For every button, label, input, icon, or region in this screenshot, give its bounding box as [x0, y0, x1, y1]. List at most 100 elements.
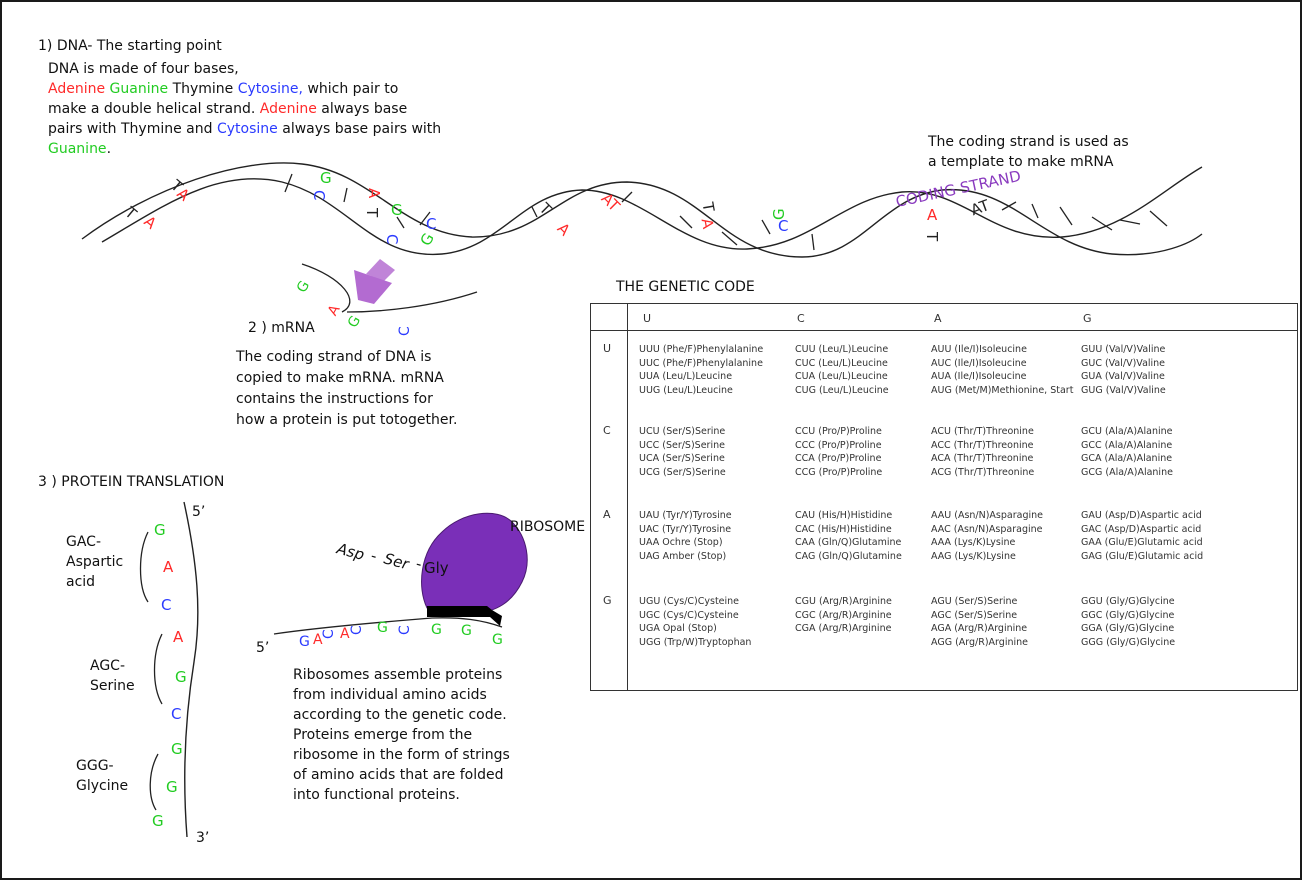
codon-entry: CUU (Leu/L)Leucine [795, 344, 889, 355]
codon-entry: GUG (Val/V)Valine [1081, 385, 1166, 397]
codon-entry: AGA (Arg/R)Arginine [931, 623, 1028, 635]
codon3-g2: G [166, 778, 178, 796]
ggg-label-line2: Glycine [76, 778, 129, 794]
codon-entry: GGC (Gly/G)Glycine [1081, 609, 1175, 621]
helix-base-a-4: A [554, 219, 575, 240]
dna-intro-line4: pairs with Thymine and Cytosine always b… [48, 119, 441, 139]
ribosome-text-line6: of amino acids that are folded [293, 767, 504, 783]
codon-entry: AUC (Ile/I)Isoleucine [931, 357, 1027, 369]
ribo-base-g-5: G [492, 632, 503, 648]
codon-entry: AAA (Lys/K)Lysine [931, 537, 1016, 549]
col-header-a: A [934, 312, 942, 325]
helix-base-t-6: T [923, 231, 941, 242]
coding-strand-note: The coding strand is used as a template … [928, 132, 1129, 172]
codon-entry: CAA (Gln/Q)Glutamine [795, 537, 902, 549]
helix-base-g-2: G [391, 201, 403, 219]
coding-note-line2: a template to make mRNA [928, 154, 1114, 170]
gac-label-line3: acid [66, 574, 96, 590]
codon-entry: UUA (Leu/L)Leucine [639, 371, 733, 383]
codon3-g1: G [171, 740, 183, 758]
ribo-base-g-1: G [299, 634, 310, 650]
codon-entry: AGG (Arg/R)Arginine [931, 637, 1028, 649]
translation-strand [183, 501, 199, 838]
cytosine-word: Cytosine, [237, 81, 303, 97]
codon1-c: C [161, 596, 171, 614]
ribosome-paragraph: Ribosomes assemble proteins from individ… [293, 665, 510, 805]
codon-entry: GUU (Val/V)Valine [1081, 344, 1166, 355]
dna-intro-line3: make a double helical strand. Adenine al… [48, 99, 441, 119]
adenine-word: Adenine [48, 81, 106, 97]
ribo-base-c-3: C [397, 625, 413, 635]
dna-strand-lower [101, 166, 1203, 256]
helix-base-c-2: C [383, 234, 401, 244]
codon-entry: UAG Amber (Stop) [639, 551, 727, 563]
codon-entry: CAC (His/H)Histidine [795, 523, 892, 535]
codon-entry: AAC (Asn/N)Asparagine [931, 523, 1043, 535]
helix-base-a-2: A [140, 212, 160, 233]
dna-intro-line1: DNA is made of four bases, [48, 61, 239, 77]
codon-entry: CCG (Pro/P)Proline [795, 467, 883, 479]
codon-entry: CGA (Arg/R)Arginine [795, 623, 892, 635]
codon-entry: CCC (Pro/P)Proline [795, 439, 882, 451]
agc-label-line1: AGC- [90, 658, 126, 674]
codon2-c: C [171, 705, 181, 723]
codon-entry: CAG (Gln/Q)Glutamine [795, 551, 902, 563]
mrna-five-prime-label: 5’ [256, 640, 270, 656]
codon2-g: G [175, 668, 187, 686]
agc-label: AGC- Serine [90, 656, 135, 696]
mrna-base-a-1: A [325, 302, 344, 319]
gac-label: GAC- Aspartic acid [66, 532, 123, 592]
helix-base-c-4: C [778, 217, 788, 235]
genetic-code-title: THE GENETIC CODE [616, 279, 755, 295]
bracket-ggg [149, 753, 159, 811]
codon-entry: AAU (Asn/N)Asparagine [931, 510, 1043, 521]
gac-label-line2: Aspartic [66, 554, 124, 570]
codon-entry: GAU (Asp/D)Aspartic acid [1081, 510, 1202, 521]
five-prime-label: 5’ [192, 504, 206, 520]
ggg-label-line1: GGG- [76, 758, 114, 774]
base-pair-rungs [284, 173, 1168, 251]
col-header-u: U [643, 312, 652, 325]
ribo-base-c-1: C [321, 629, 337, 639]
codon-entry: UUG (Leu/L)Leucine [639, 385, 733, 397]
codon-entry: UCA (Ser/S)Serine [639, 453, 725, 465]
codon-entry: GCA (Ala/A)Alanine [1081, 453, 1173, 465]
codon-entry: CGU (Arg/R)Arginine [795, 596, 892, 607]
section3-title: 3 ) PROTEIN TRANSLATION [38, 474, 225, 490]
codon-entry: UCC (Ser/S)Serine [639, 439, 725, 451]
helix-base-t-5: T [698, 200, 718, 214]
dna-intro-line4-a: pairs with Thymine and [48, 121, 213, 137]
ribo-base-g-4: G [461, 623, 472, 639]
col-header-c: C [797, 312, 805, 325]
codon-entry: AUG (Met/M)Methionine, Start [931, 385, 1074, 397]
helix-base-g-1: G [320, 169, 332, 187]
arrow-icon [354, 259, 395, 304]
dna-intro-line3-b: always base [321, 101, 408, 117]
codon-entry: GAC (Asp/D)Aspartic acid [1081, 523, 1202, 535]
codon-entry: UAU (Tyr/Y)Tyrosine [639, 510, 732, 521]
dna-intro-line3-a: make a double helical strand. [48, 101, 256, 117]
codon-entry: UGC (Cys/C)Cysteine [639, 609, 739, 621]
cytosine-word-2: Cytosine [216, 121, 278, 137]
guanine-word: Guanine [109, 81, 169, 97]
codon-entry: GCC (Ala/A)Alanine [1081, 439, 1173, 451]
codon-entry: GGA (Gly/G)Glycine [1081, 623, 1175, 635]
mrna-lower-curve [346, 291, 478, 313]
gac-label-line1: GAC- [66, 534, 102, 550]
codon-entry: GCU (Ala/A)Alanine [1081, 426, 1173, 437]
ribosome-text-line3: according to the genetic code. [293, 707, 507, 723]
codon-entry: ACC (Thr/T)Threonine [931, 439, 1034, 451]
codon-entry: CUC (Leu/L)Leucine [795, 357, 888, 369]
dna-intro-line4-b: always base pairs with [282, 121, 442, 137]
codon-entry: CUG (Leu/L)Leucine [795, 385, 889, 397]
ribo-base-g-2: G [377, 620, 388, 636]
helix-base-g-4: G [770, 208, 788, 220]
codon-entry: GGU (Gly/G)Glycine [1081, 596, 1175, 607]
